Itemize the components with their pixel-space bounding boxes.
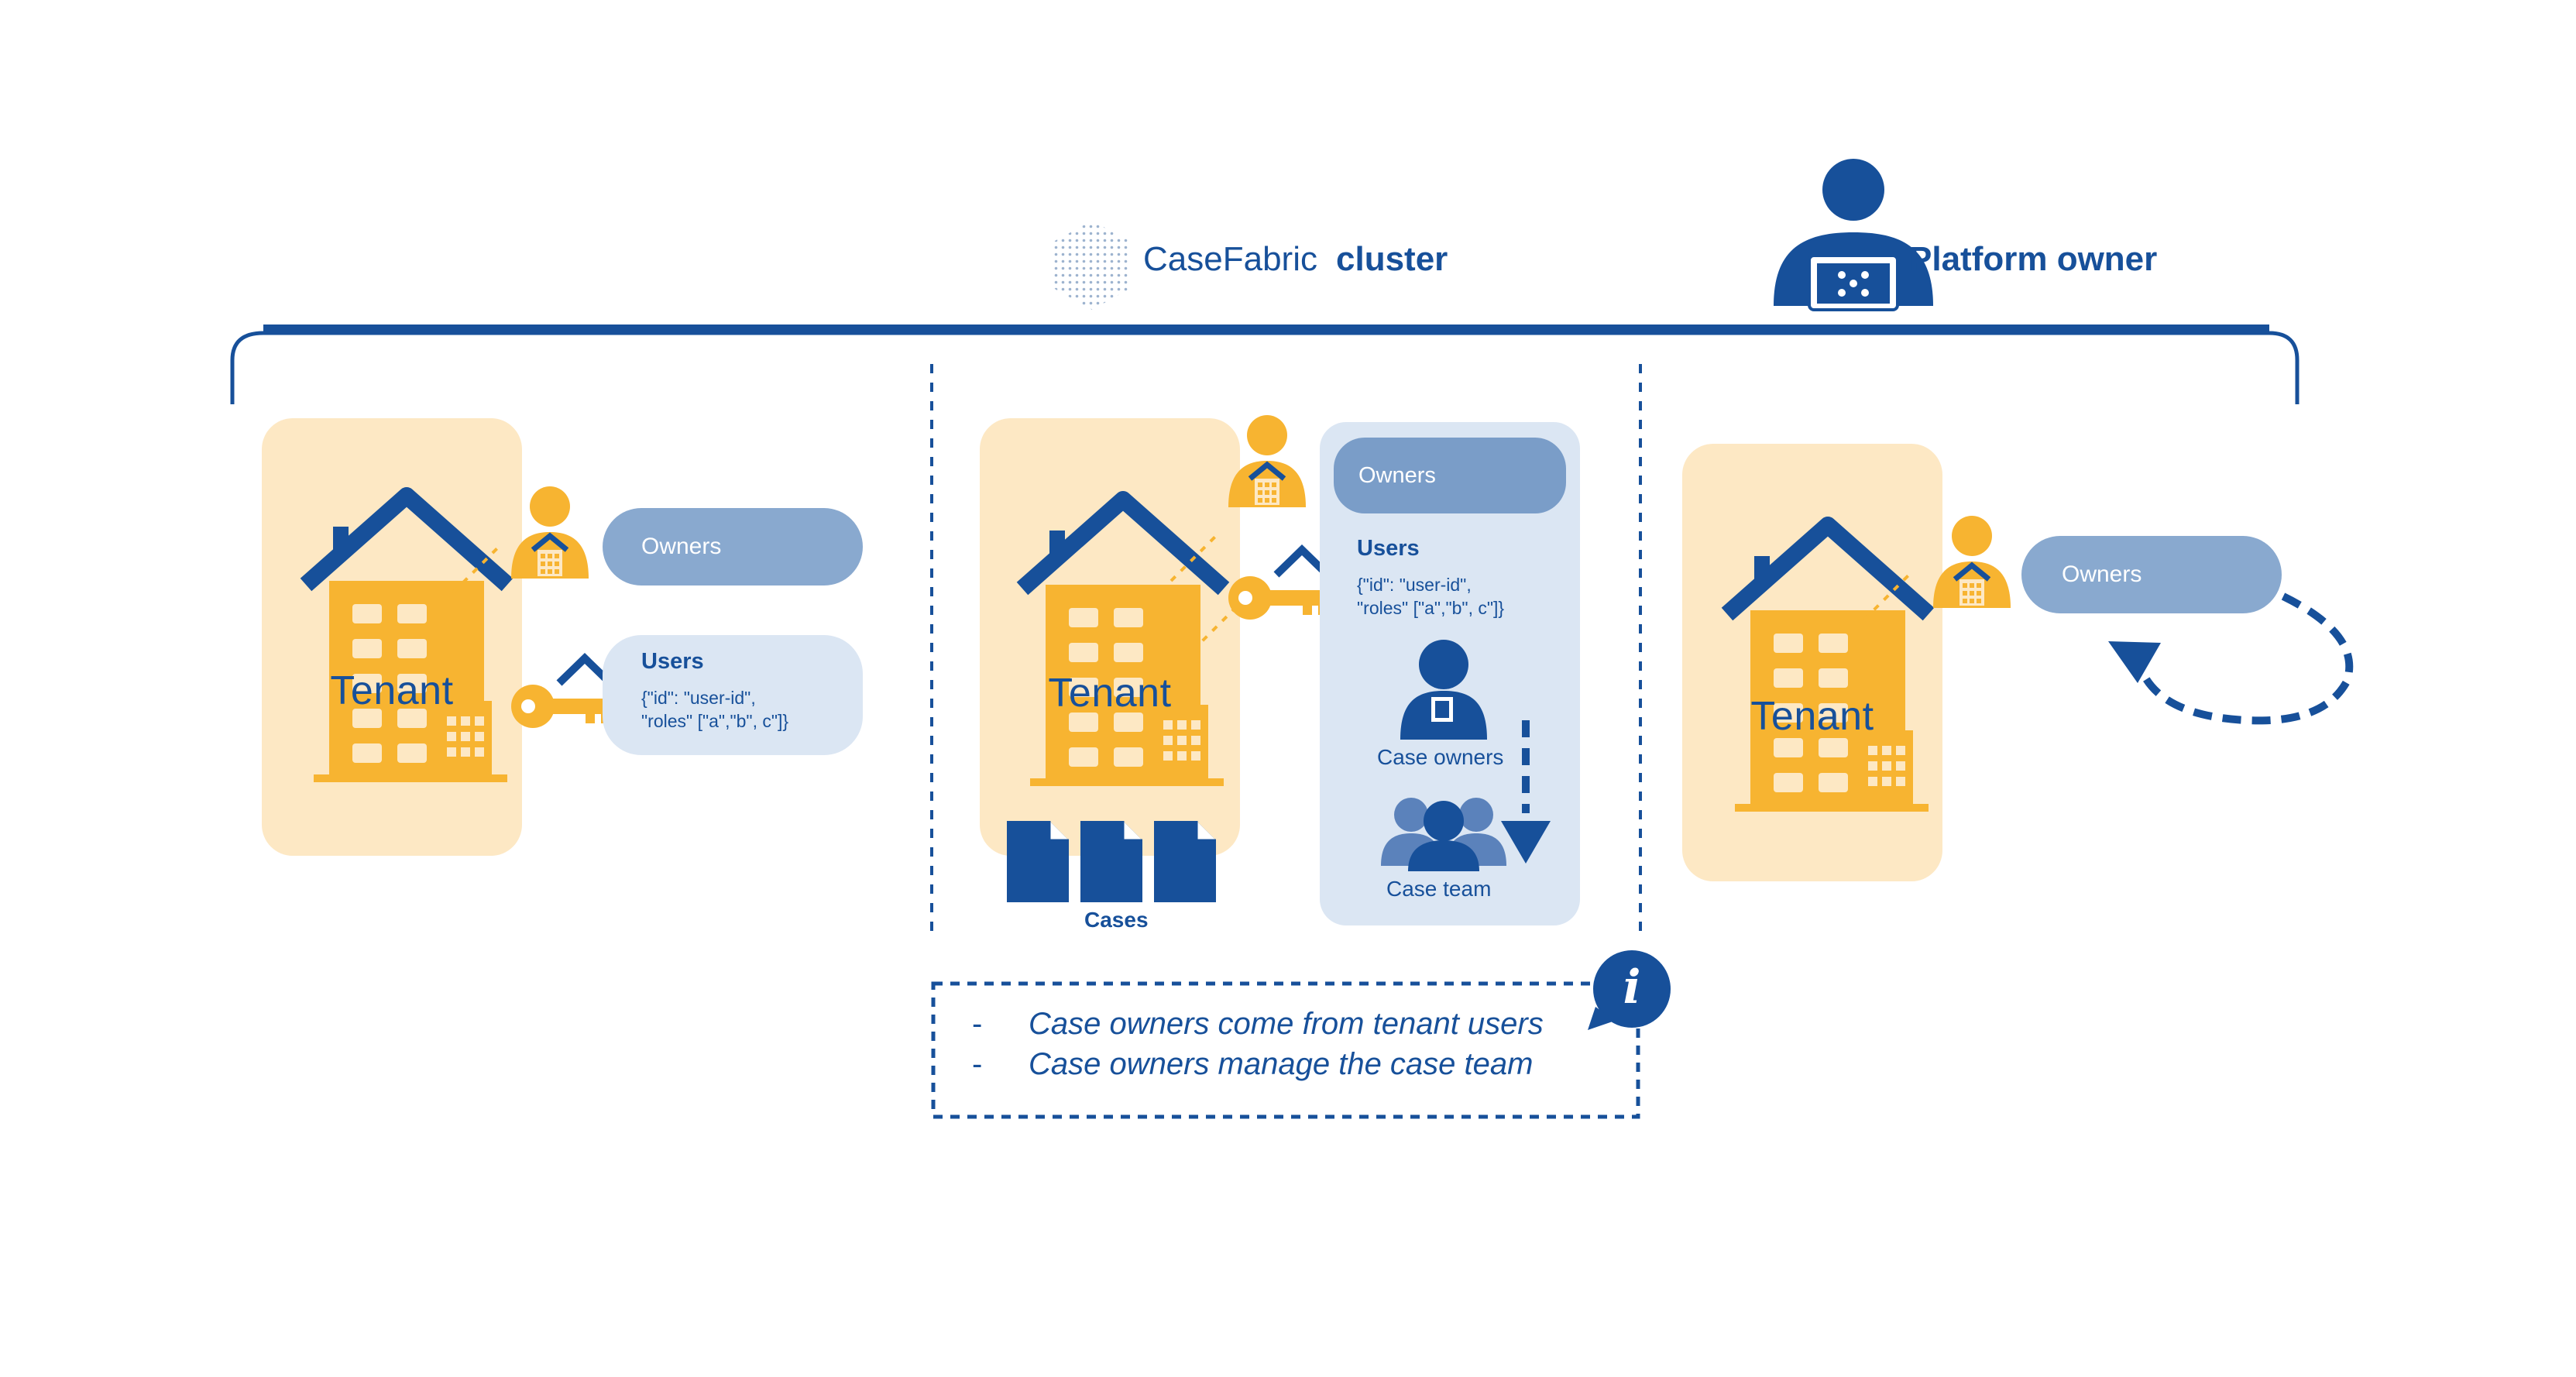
note-dash-2: - [972,1047,983,1081]
platform-owner-icon [1774,159,1933,311]
users-title-middle: Users [1357,536,1420,561]
users-json-left-1: {"id": "user-id", [641,688,756,708]
owners-pill-middle: Owners [1358,462,1436,488]
owners-pill-left: Owners [641,534,722,559]
users-json-middle-1: {"id": "user-id", [1357,575,1472,595]
tenant-left: Tenant [262,418,522,856]
case-team-icon [1381,798,1506,871]
tenant-right: Tenant [1682,444,1942,881]
tenant-label-right: Tenant [1750,694,1874,739]
info-glyph: i [1623,960,1641,1015]
tenant-label-middle: Tenant [1048,671,1172,716]
owners-pill-right: Owners [2062,561,2142,587]
cluster-label: cluster [1336,240,1448,278]
note-line-1: Case owners come from tenant users [1029,1007,1544,1041]
users-json-left-2: "roles" ["a","b", c"]} [641,711,789,731]
case-owner-icon [1400,640,1487,740]
tenant-label-left: Tenant [330,668,454,713]
case-team-label: Case team [1386,877,1492,901]
note-dash-1: - [972,1007,983,1041]
note-box [931,981,1640,1119]
cases-label: Cases [1084,908,1149,932]
note-line-2: Case owners manage the case team [1029,1047,1534,1081]
casefabric-brand: CaseFabric [1143,240,1317,278]
info-icon [1588,950,1671,1030]
tenant-middle: Tenant [980,418,1240,856]
platform-owner-label: Platform owner [1909,240,2158,278]
case-owners-label: Case owners [1377,745,1504,769]
users-title-left: Users [641,649,704,674]
users-json-middle-2: "roles" ["a","b", c"]} [1357,598,1505,618]
